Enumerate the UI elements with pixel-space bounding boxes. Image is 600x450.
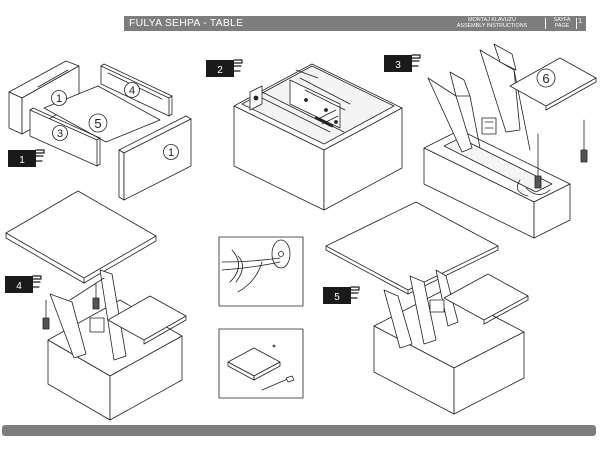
document-title: FULYA SEHPA - TABLE	[129, 17, 244, 29]
footer-bar	[2, 425, 596, 436]
part-label-6: 6	[542, 71, 549, 86]
detail-box-board	[218, 328, 304, 399]
step-badge-1: 1	[8, 149, 45, 167]
part-label-3: 3	[57, 128, 63, 140]
step1-figure: 1 4 5 3 1	[8, 60, 192, 201]
step-badge-2: 2	[206, 59, 243, 77]
step4-figure	[5, 190, 187, 421]
manual-label: MONTAJ KLAVUZU ASSEMBLY INSTRUCTIONS	[442, 17, 542, 29]
part-label-5: 5	[94, 116, 101, 131]
step-number-5: 5	[334, 292, 340, 303]
detail-box-screw	[218, 236, 304, 307]
step-number-1: 1	[19, 155, 25, 166]
part-label-1b: 1	[168, 147, 174, 159]
header-bar: FULYA SEHPA - TABLE MONTAJ KLAVUZU ASSEM…	[124, 16, 586, 31]
part-label-4: 4	[129, 85, 135, 97]
manual-label-tr: MONTAJ KLAVUZU	[468, 17, 516, 23]
page-label-tr: SAYFA	[553, 17, 571, 23]
step2-figure	[233, 63, 403, 211]
step5-figure	[325, 201, 529, 415]
page-label-en: PAGE	[554, 23, 570, 29]
step-number-4: 4	[16, 281, 22, 292]
step-badge-3: 3	[384, 54, 421, 72]
header-divider	[576, 18, 577, 29]
header-divider	[545, 18, 546, 29]
step-badge-4: 4	[5, 275, 42, 293]
manual-label-en: ASSEMBLY INSTRUCTIONS	[456, 23, 528, 29]
page-number: 1	[578, 18, 582, 25]
step-badge-5: 5	[323, 286, 360, 304]
step-number-3: 3	[395, 60, 401, 71]
step-number-2: 2	[217, 65, 223, 76]
page-label: SAYFA PAGE	[550, 17, 574, 29]
part-label-1a: 1	[56, 93, 62, 105]
step3-figure: 6	[423, 43, 597, 239]
